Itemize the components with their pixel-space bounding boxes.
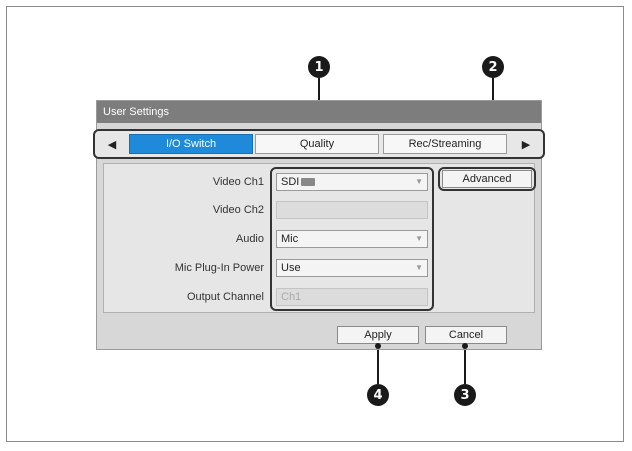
tab-scroll-left-button[interactable]: ◀ [99,134,125,154]
tab-io-switch[interactable]: I/O Switch [129,134,253,154]
sdi-badge-icon [301,178,316,187]
advanced-button[interactable]: Advanced [442,170,532,188]
chevron-down-icon: ▼ [415,234,423,243]
advanced-button-group: Advanced [438,167,536,191]
triangle-right-icon: ▶ [521,138,531,151]
io-switch-panel: Video Ch1 Video Ch2 Audio Mic Plug-In Po… [103,163,536,313]
tab-bar: ◀ I/O Switch Quality Rec/Streaming ▶ [93,129,545,159]
output-channel-field: Ch1 [276,288,428,306]
callout-4-line [377,348,379,384]
label-mic-plugin-power: Mic Plug-In Power [174,262,264,274]
dialog-title: User Settings [97,101,541,123]
label-output-channel: Output Channel [186,291,264,303]
tab-scroll-right-button[interactable]: ▶ [513,134,539,154]
mic-plugin-power-select[interactable]: Use ▼ [276,259,428,277]
cancel-button[interactable]: Cancel [425,326,507,344]
settings-fields-group: SDI ▼ Mic ▼ Use ▼ Ch1 [270,167,434,311]
label-audio: Audio [235,233,264,245]
audio-select[interactable]: Mic ▼ [276,230,428,248]
callout-3-line [464,348,466,384]
callout-1: 1 [308,56,330,78]
callout-3: 3 [454,384,476,406]
triangle-left-icon: ◀ [107,138,117,151]
tab-quality[interactable]: Quality [255,134,379,154]
tab-rec-streaming[interactable]: Rec/Streaming [383,134,507,154]
callout-3-dot [462,343,468,349]
user-settings-dialog: User Settings ◀ I/O Switch Quality Rec/S… [93,100,545,350]
chevron-down-icon: ▼ [415,177,423,186]
chevron-down-icon: ▼ [415,263,423,272]
label-video-ch2: Video Ch2 [212,204,264,216]
label-video-ch1: Video Ch1 [212,176,264,188]
callout-4-dot [375,343,381,349]
apply-button[interactable]: Apply [337,326,419,344]
video-ch2-select [276,201,428,219]
callout-2: 2 [482,56,504,78]
video-ch1-select[interactable]: SDI ▼ [276,173,428,191]
callout-4: 4 [367,384,389,406]
